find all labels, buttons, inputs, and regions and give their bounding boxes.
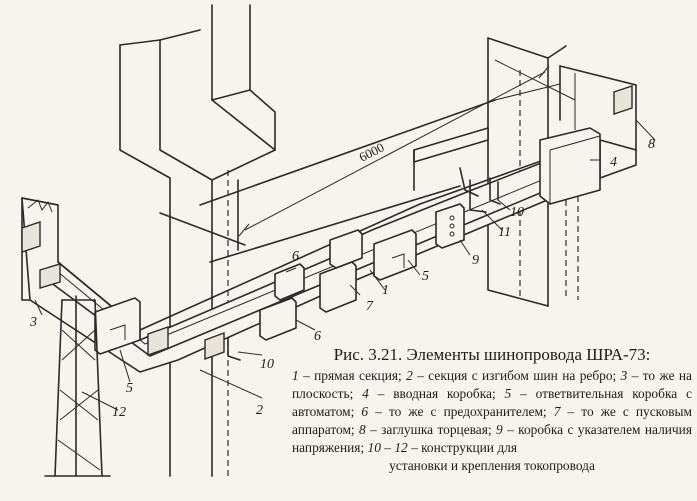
caption-last-line: установки и крепления токопровода xyxy=(389,458,595,473)
caption-text-9: – коробка с указателем наличия напряжени… xyxy=(292,422,692,455)
caption-text-7: – то же с пусковым аппаратом; xyxy=(292,404,692,437)
brackets xyxy=(227,177,501,361)
caption-text-6: – то же с предохранителем; xyxy=(368,404,554,419)
callouts: 1 2 3 4 5 5 6 6 7 8 9 10 10 11 12 xyxy=(29,137,655,420)
branch-boxes xyxy=(94,203,465,355)
left-column xyxy=(119,4,276,477)
callout-11: 11 xyxy=(498,225,511,240)
caption-num-7: 7 xyxy=(553,404,561,419)
caption-text-5: – ответвительная коробка с автоматом; xyxy=(292,386,692,419)
caption-num-3: 3 xyxy=(620,368,628,383)
callout-9: 9 xyxy=(472,253,479,268)
floor-stand-12 xyxy=(44,295,111,477)
callout-4: 4 xyxy=(610,155,617,170)
input-box-4 xyxy=(539,127,601,205)
callout-7: 7 xyxy=(366,299,374,314)
callout-6a: 6 xyxy=(292,249,299,264)
caption-text-8: – заглушка торцевая; xyxy=(365,422,496,437)
callout-10a: 10 xyxy=(260,357,274,372)
caption-text-2: – секция с изгибом шин на ребро; xyxy=(412,368,621,383)
caption-body: 1 – прямая секция; 2 – секция с изгибом … xyxy=(292,367,692,457)
support-rods xyxy=(159,59,576,263)
callout-3: 3 xyxy=(29,315,37,330)
box-1 xyxy=(329,229,363,269)
callout-5a: 5 xyxy=(126,381,133,396)
caption-text-10-12: – конструкции для xyxy=(407,440,517,455)
callout-10b: 10 xyxy=(510,205,524,220)
upper-section xyxy=(413,127,489,197)
caption-num-5: 5 xyxy=(504,386,512,401)
caption-text-4: – вводная коробка; xyxy=(368,386,505,401)
dimension-label: 6000 xyxy=(357,140,387,165)
box-5-left xyxy=(94,297,141,355)
callout-1: 1 xyxy=(382,283,389,298)
callout-8: 8 xyxy=(648,137,655,152)
callout-2: 2 xyxy=(256,403,263,418)
callout-6b: 6 xyxy=(314,329,321,344)
box-6-lower xyxy=(259,297,297,341)
figure-caption: Рис. 3.21. Элементы шинопровода ШРА-73: … xyxy=(292,344,692,475)
caption-num-10-12: 10 – 12 xyxy=(367,440,408,455)
box-6-upper xyxy=(274,263,305,301)
callout-5b: 5 xyxy=(422,269,429,284)
caption-num-1: 1 xyxy=(292,368,299,383)
caption-num-4: 4 xyxy=(362,386,369,401)
callout-12: 12 xyxy=(112,405,126,420)
caption-num-8: 8 xyxy=(359,422,366,437)
caption-num-2: 2 xyxy=(406,368,413,383)
leader-lines xyxy=(34,119,656,411)
caption-num-6: 6 xyxy=(361,404,369,419)
caption-num-9: 9 xyxy=(496,422,503,437)
caption-text-1: – прямая секция; xyxy=(298,368,407,383)
caption-text-3: – то же на плоскость; xyxy=(292,368,692,401)
caption-title: Рис. 3.21. Элементы шинопровода ШРА-73: xyxy=(333,345,651,364)
